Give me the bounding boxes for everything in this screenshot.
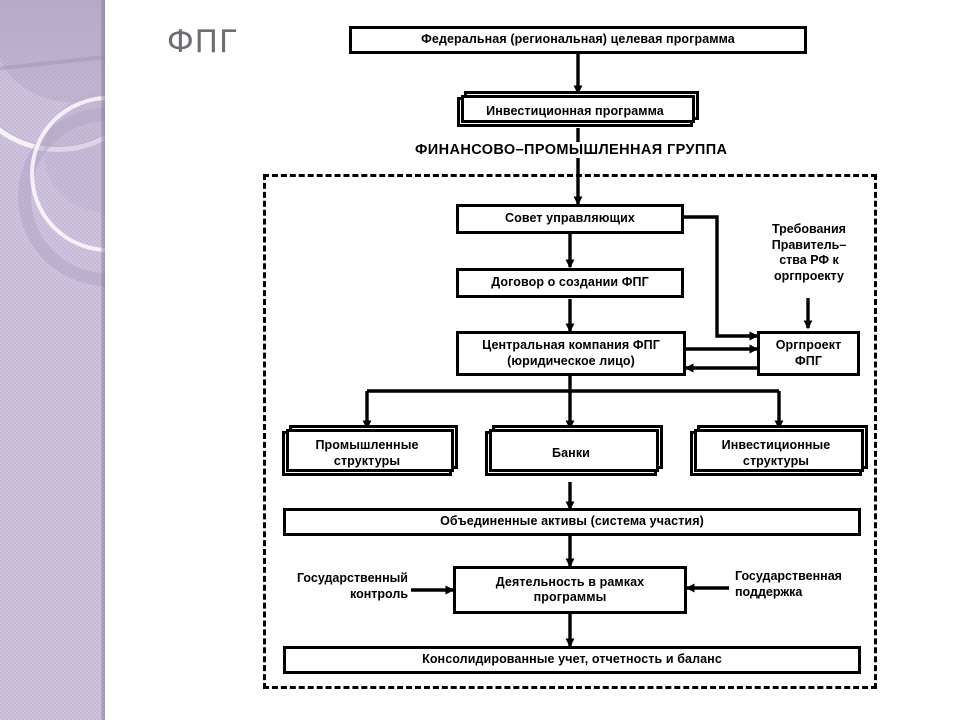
node-board[interactable]: Совет управляющих [456,204,684,234]
node-united-assets-label: Объединенные активы (система участия) [440,514,704,529]
node-federal-program-label: Федеральная (региональная) целевая прогр… [421,32,735,47]
node-investment-structures-label: Инвестиционные структуры [721,438,831,468]
label-state-control: Государственный контроль [296,571,408,602]
label-state-support: Государственная поддержка [735,569,842,600]
node-industrial-structures[interactable]: Промышленные структуры [282,425,458,476]
node-orgproject[interactable]: Оргпроект ФПГ [757,331,860,376]
node-activity-line1: Деятельность в рамках [495,574,645,589]
decorative-sidebar [0,0,105,720]
node-investment-program[interactable]: Инвестиционная программа [457,91,699,127]
page-title: ФПГ [167,24,239,60]
node-banks[interactable]: Банки [485,425,663,476]
node-activity-line2: программы [533,590,607,604]
node-central-company-line2: (юридическое лицо) [507,353,635,368]
node-investment-program-label: Инвестиционная программа [486,104,664,119]
fpg-group-container [263,174,877,689]
node-orgproject-line1: Оргпроект [775,338,842,353]
node-board-label: Совет управляющих [505,211,635,226]
node-agreement-label: Договор о создании ФПГ [491,275,649,290]
node-activity[interactable]: Деятельность в рамках программы [453,566,687,614]
node-banks-label: Банки [552,445,590,460]
node-united-assets[interactable]: Объединенные активы (система участия) [283,508,861,536]
node-orgproject-line2: ФПГ [794,353,823,368]
node-consolidated-label: Консолидированные учет, отчетность и бал… [422,652,722,667]
node-consolidated[interactable]: Консолидированные учет, отчетность и бал… [283,646,861,674]
node-industrial-structures-label: Промышленные структуры [315,438,419,468]
node-agreement[interactable]: Договор о создании ФПГ [456,268,684,298]
node-investment-structures[interactable]: Инвестиционные структуры [690,425,868,476]
node-central-company[interactable]: Центральная компания ФПГ (юридическое ли… [456,331,686,376]
label-requirements: Требования Правитель– ства РФ к оргпроек… [771,222,847,283]
node-central-company-line1: Центральная компания ФПГ [482,338,660,353]
edge-board-to-orgproject [684,215,759,341]
fpg-group-label: ФИНАНСОВО–ПРОМЫШЛЕННАЯ ГРУППА [411,142,732,158]
sidebar-right-edge [101,0,105,720]
node-federal-program[interactable]: Федеральная (региональная) целевая прогр… [349,26,807,54]
